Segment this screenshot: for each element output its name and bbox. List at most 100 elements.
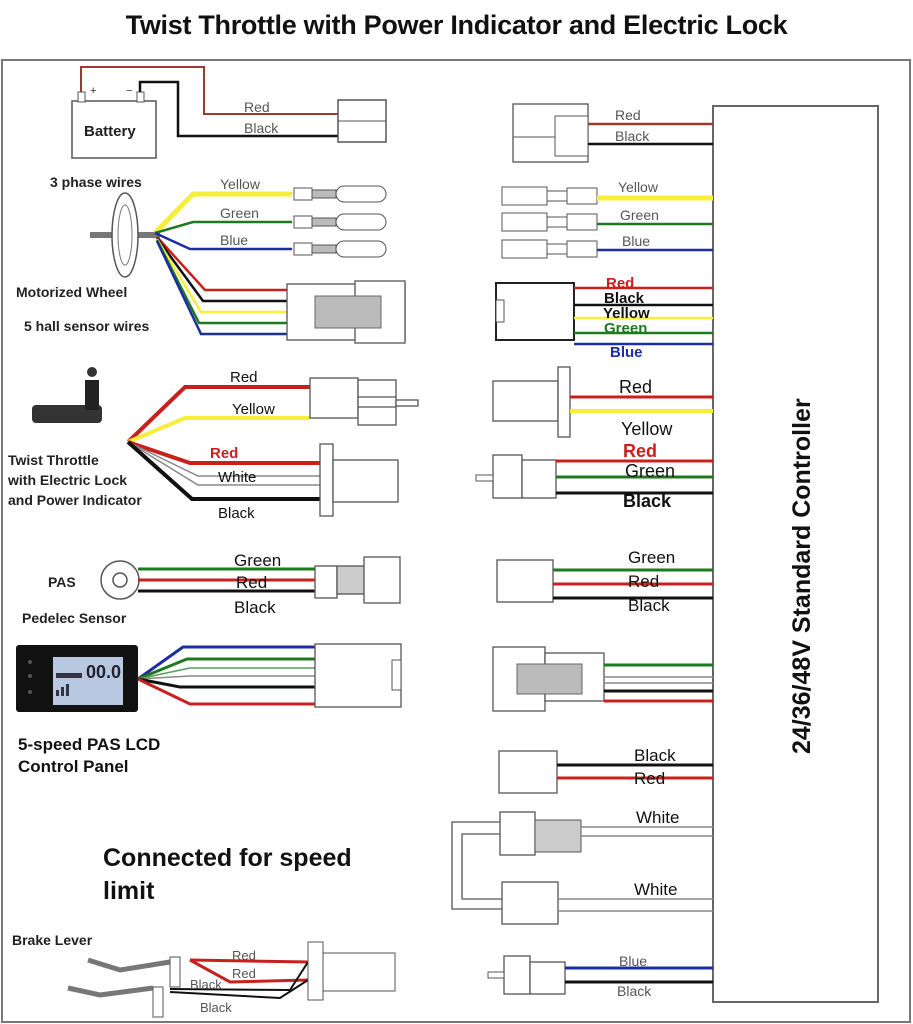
lcd-screen	[53, 657, 123, 705]
controller-label: 24/36/48V Standard Controller	[788, 398, 816, 754]
battery-wire-red	[80, 66, 340, 115]
lcd-wire-red	[137, 677, 315, 706]
right-battery-connector: Red Black	[512, 103, 713, 163]
hall-wire-yellow	[155, 238, 287, 314]
brake-connector-body	[322, 952, 396, 992]
phase-wire-yellow	[153, 191, 292, 235]
diagram-title: Twist Throttle with Power Indicator and …	[125, 10, 788, 40]
phase-label-yellow: Yellow	[220, 176, 261, 192]
wheel-hub	[117, 204, 133, 266]
right-hall-connector: Red Black Yellow Green Blue	[495, 275, 713, 361]
ctrl-hall-label-green: Green	[604, 320, 647, 337]
phase-connectors	[293, 185, 387, 258]
right-pas-connector: Green Red Black	[496, 548, 713, 615]
right-last-connector: Blue Black	[487, 953, 713, 999]
battery-wire-black	[138, 80, 340, 138]
ctrl-last-label-black: Black	[617, 983, 652, 999]
right-phase-connectors: Yellow Green Blue	[501, 179, 713, 259]
ctrl-phase-label-green: Green	[620, 207, 659, 223]
throttle-wire-white-1	[127, 441, 320, 477]
throttle-lock-icon	[85, 380, 99, 410]
battery-minus-terminal	[136, 91, 145, 103]
throttle-wire-yellow	[127, 416, 310, 444]
throttle-label-red-top: Red	[230, 369, 258, 386]
brake-wire-black-2	[169, 979, 309, 1000]
lcd-wire-blue	[137, 645, 315, 681]
lock-connector	[309, 377, 419, 426]
ctrl-hall-label-blue: Blue	[610, 344, 643, 361]
brake-label-black-2: Black	[200, 1000, 232, 1015]
ctrl-battery-label-black: Black	[615, 128, 650, 144]
battery-body	[71, 100, 157, 159]
lcd-battery-bar	[56, 673, 82, 678]
lcd-button-1	[28, 660, 32, 664]
ctrl-pas-label-green: Green	[628, 548, 675, 567]
pas-label-green: Green	[234, 551, 281, 570]
lcd-signal-bar-1	[56, 690, 59, 696]
throttle-wire-red-bottom	[127, 440, 320, 465]
brake-lever-lower-icon	[67, 985, 154, 998]
pas-label: PAS	[48, 574, 76, 590]
controller-box	[712, 105, 879, 1003]
throttle-wire-black	[126, 440, 320, 501]
throttle-label-red-bottom: Red	[210, 445, 238, 462]
speed-limit-note-line1: Connected for speed	[103, 844, 352, 872]
right-lock-connector: Red Yellow	[492, 366, 713, 439]
pas-connector	[314, 556, 401, 604]
battery-plus-sign: +	[90, 85, 96, 97]
ctrl-throttle-label-red: Red	[623, 441, 657, 461]
lcd-label-line2: Control Panel	[18, 757, 129, 776]
brake-switch-lower	[152, 986, 164, 1018]
hall-connector	[286, 280, 406, 344]
phase-wire-green	[154, 220, 292, 235]
ctrl-throttle-label-black: Black	[623, 491, 672, 511]
pas-label-black: Black	[234, 598, 276, 617]
ctrl-hall-label-red: Red	[606, 275, 634, 292]
battery-plus-terminal	[77, 91, 86, 103]
right-speed-limit-connectors: White White	[451, 808, 713, 925]
ctrl-brake-label-red: Red	[634, 769, 665, 788]
throttle-connector	[319, 443, 399, 517]
lcd-connector-latch	[391, 659, 402, 691]
pas-sensor: PAS Pedelec Sensor Green Red Black	[22, 551, 401, 626]
phase-wires-label: 3 phase wires	[50, 174, 142, 190]
brake-label-red-2: Red	[232, 966, 256, 981]
lcd-wire-light-green	[137, 667, 315, 680]
throttle-key-icon	[87, 367, 97, 377]
right-lcd-connector	[492, 646, 713, 712]
lcd-connector	[314, 643, 402, 708]
hall-wire-blue	[155, 240, 287, 336]
speed-limit-loop-wire	[451, 821, 502, 910]
throttle-grip-icon	[32, 405, 102, 423]
pedelec-sensor-label: Pedelec Sensor	[22, 610, 127, 626]
ctrl-phase-label-yellow: Yellow	[618, 179, 659, 195]
hall-sensor-label: 5 hall sensor wires	[24, 318, 149, 334]
ctrl-throttle-label-green: Green	[625, 461, 675, 481]
brake-lever-label: Brake Lever	[12, 932, 93, 948]
motorized-wheel-label: Motorized Wheel	[16, 284, 127, 300]
lcd-display-value: 00.0	[86, 662, 121, 682]
ctrl-battery-label-red: Red	[615, 107, 641, 123]
controller: 24/36/48V Standard Controller	[712, 105, 879, 1003]
battery-minus-sign: −	[126, 85, 132, 97]
diagram-frame	[1, 59, 911, 1023]
pas-sensor-icon	[100, 560, 140, 600]
brake-lever-upper-icon	[87, 957, 171, 973]
battery-wire-label-black: Black	[244, 120, 279, 136]
phase-wire-blue	[154, 231, 292, 251]
speed-limit-note-line2: limit	[103, 877, 155, 905]
ctrl-white-label-2: White	[634, 880, 677, 899]
ctrl-lock-label-red: Red	[619, 377, 652, 397]
ctrl-phase-label-blue: Blue	[622, 233, 650, 249]
motor: 3 phase wires Motorized Wheel 5 hall sen…	[16, 174, 406, 344]
throttle-wire-white-2	[127, 441, 320, 486]
brake-label-red-1: Red	[232, 948, 256, 963]
throttle: Red Yellow Red White Black Twist Throttl…	[7, 367, 419, 522]
brake-wire-red-2	[189, 958, 309, 984]
brake-label-black-1: Black	[190, 977, 222, 992]
battery: + − Battery Red Black	[71, 66, 387, 159]
brake-wire-red-1	[189, 958, 311, 964]
throttle-label-white: White	[218, 469, 256, 486]
lcd-wire-green	[137, 657, 315, 681]
